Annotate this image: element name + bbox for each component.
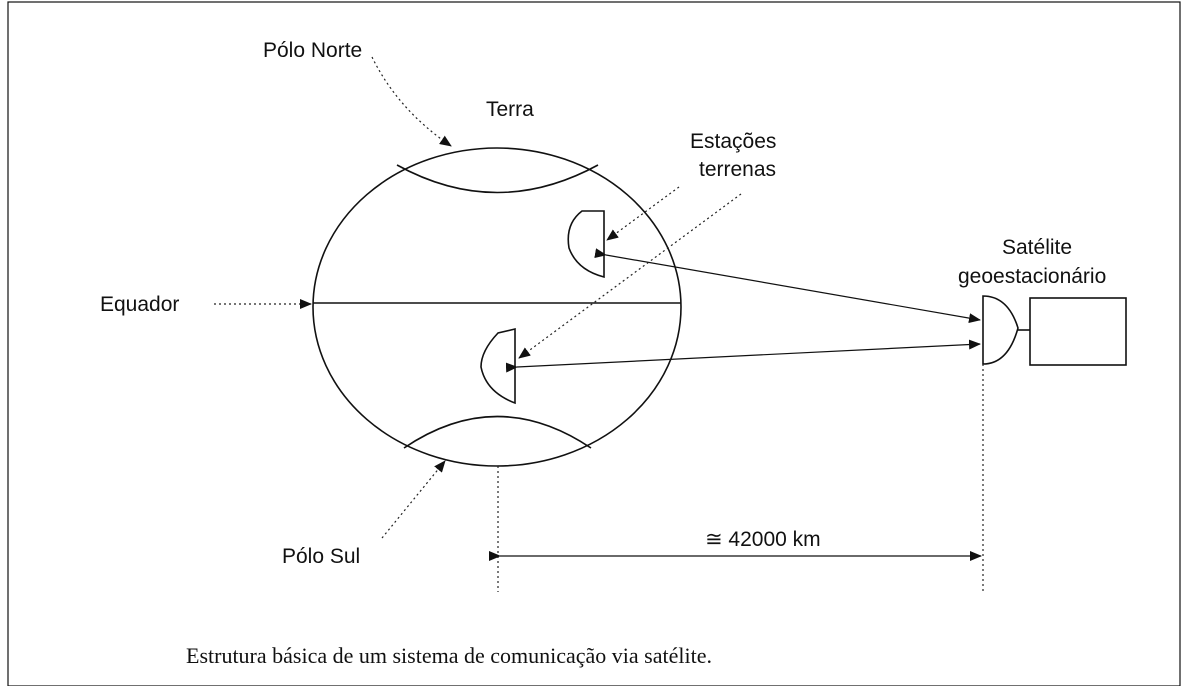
station-leader-lower: [518, 193, 742, 359]
uplink-arrow: [594, 248, 981, 324]
south-pole-label: Pólo Sul: [282, 545, 360, 568]
station-dish-upper: [567, 210, 605, 279]
equator-label: Equador: [100, 293, 179, 316]
south-pole-leader: [381, 460, 446, 539]
south-cap-arc: [403, 415, 592, 449]
satellite-label-line1: Satélite: [1002, 236, 1072, 259]
distance-label: ≅ 42000 km: [705, 528, 821, 551]
satellite-body: [1029, 297, 1127, 366]
station-leader-upper: [606, 186, 680, 241]
station-dish-lower: [480, 327, 516, 405]
satellite-dish: [982, 295, 1019, 365]
figure-caption: Estrutura básica de um sistema de comuni…: [186, 643, 712, 668]
stations-label-line2: terrenas: [699, 158, 776, 181]
north-pole-leader: [371, 56, 452, 147]
earth-circle: [312, 147, 682, 467]
north-cap-arc: [396, 164, 599, 194]
downlink-arrow: [505, 339, 981, 373]
earth-label: Terra: [486, 98, 534, 121]
north-pole-label: Pólo Norte: [263, 39, 362, 62]
stations-label-line1: Estações: [690, 130, 776, 153]
figure-frame: [7, 1, 1181, 687]
satellite-label-line2: geoestacionário: [958, 265, 1106, 288]
